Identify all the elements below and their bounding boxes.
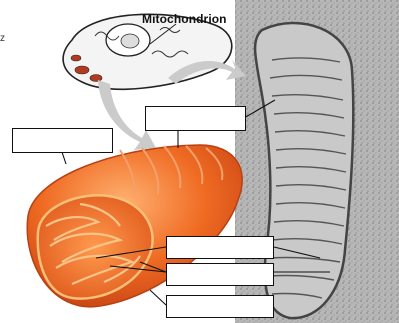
label-box-5[interactable] xyxy=(166,295,274,318)
label-box-3[interactable] xyxy=(166,236,274,259)
label-box-4[interactable] xyxy=(166,263,274,286)
mitochondrion-title: Mitochondrion xyxy=(142,12,227,26)
label-box-2[interactable] xyxy=(12,128,113,153)
edge-letter: z xyxy=(0,33,5,44)
label-box-1[interactable] xyxy=(145,106,246,131)
